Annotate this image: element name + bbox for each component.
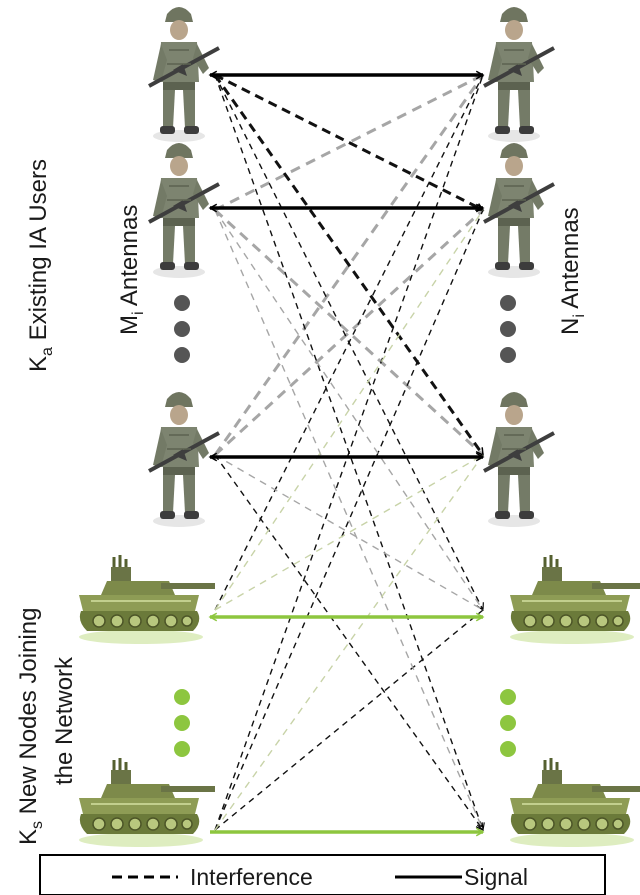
new-nodes-label-line2: the Network [51,656,78,785]
existing-users-label: Ka Existing IA Users [25,159,56,372]
legend: Interference Signal [39,854,606,895]
ellipsis-dots-ia-right [500,295,516,363]
tank-icon [77,756,217,849]
tank-icon [77,553,217,646]
ellipsis-dots-new-right [500,689,516,757]
legend-box [39,854,606,895]
interference-link [214,209,484,611]
interference-link [213,208,485,457]
interference-link [213,74,485,455]
tank-icon [508,756,640,849]
interference-link [214,74,484,831]
interference-link [214,209,484,831]
interference-link [213,74,485,456]
interference-link [214,609,484,831]
interference-link [214,74,484,611]
soldier-icon [482,5,556,144]
interference-link [213,208,485,457]
tx-antennas-label: Mi Antennas [116,205,147,335]
interference-link [214,73,483,212]
soldier-icon [147,390,221,529]
legend-interference-label: Interference [190,864,313,890]
soldier-icon [482,141,556,280]
signal-links [210,75,483,832]
soldier-icon [147,141,221,280]
tank-icon [508,553,640,646]
soldier-icon [147,5,221,144]
soldier-icon [482,390,556,529]
new-nodes-label-line1: Ks New Nodes Joining [15,608,46,845]
rx-antennas-label: Ni Antennas [557,207,588,335]
legend-signal-label: Signal [464,864,528,890]
left-nodes [77,5,221,849]
interference-links [213,73,485,832]
ellipsis-dots-new-left [174,689,190,757]
ellipsis-dots-ia-left [174,295,190,363]
interference-link [214,209,484,831]
